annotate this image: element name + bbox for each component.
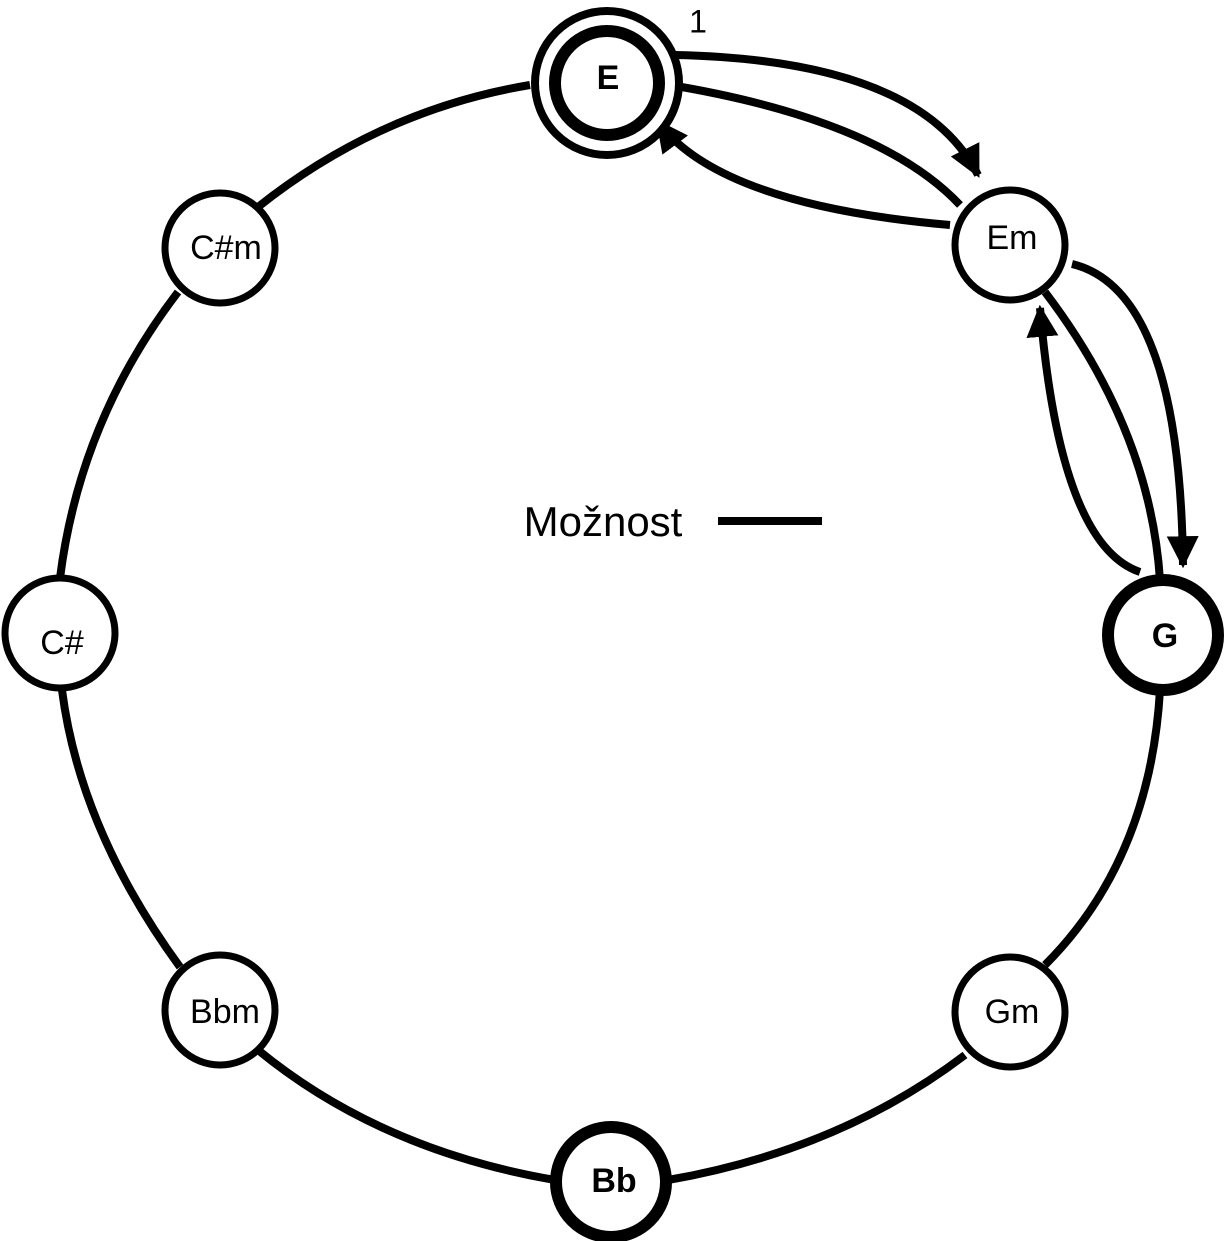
start-marker: 1: [689, 3, 707, 39]
legend-label: Možnost: [524, 498, 683, 545]
chord-label-em: Em: [987, 219, 1038, 257]
chord-label-c-sharp-m: C#m: [190, 229, 262, 267]
chord-label-bbm: Bbm: [190, 993, 260, 1031]
chord-node-bb: Bb: [550, 1121, 672, 1241]
legend: Možnost: [524, 498, 822, 545]
chord-node-gm: Gm: [951, 953, 1069, 1071]
chord-node-em: Em: [951, 186, 1069, 304]
chord-label-c-sharp: C#: [40, 624, 84, 662]
arrow-e-to-em: [674, 51, 982, 178]
chord-node-e: E: [531, 7, 683, 159]
arc-e-em: [669, 81, 963, 208]
chord-label-bb: Bb: [591, 1162, 636, 1200]
arrow-em-to-e: [654, 119, 951, 229]
chord-node-c-sharp: C#: [1, 574, 119, 692]
arc-c-sharp-m-e: [255, 81, 531, 211]
arrow-g-to-em: [1026, 304, 1142, 576]
chord-label-gm: Gm: [985, 993, 1040, 1031]
arc-c-sharp-c-sharp-m: [56, 289, 182, 579]
arc-gm-bb: [667, 1051, 968, 1184]
arc-em-g: [1041, 289, 1164, 581]
chord-label-g: G: [1152, 617, 1178, 655]
arc-g-gm: [1042, 689, 1164, 968]
arc-bbm-c-sharp: [58, 689, 184, 970]
chord-node-bbm: Bbm: [161, 951, 279, 1069]
chord-node-c-sharp-m: C#m: [161, 189, 279, 307]
arc-bb-bbm: [255, 1046, 556, 1184]
arrow-em-to-g: [1071, 260, 1199, 569]
chord-node-g: G: [1102, 574, 1224, 696]
chord-label-e: E: [597, 59, 620, 97]
